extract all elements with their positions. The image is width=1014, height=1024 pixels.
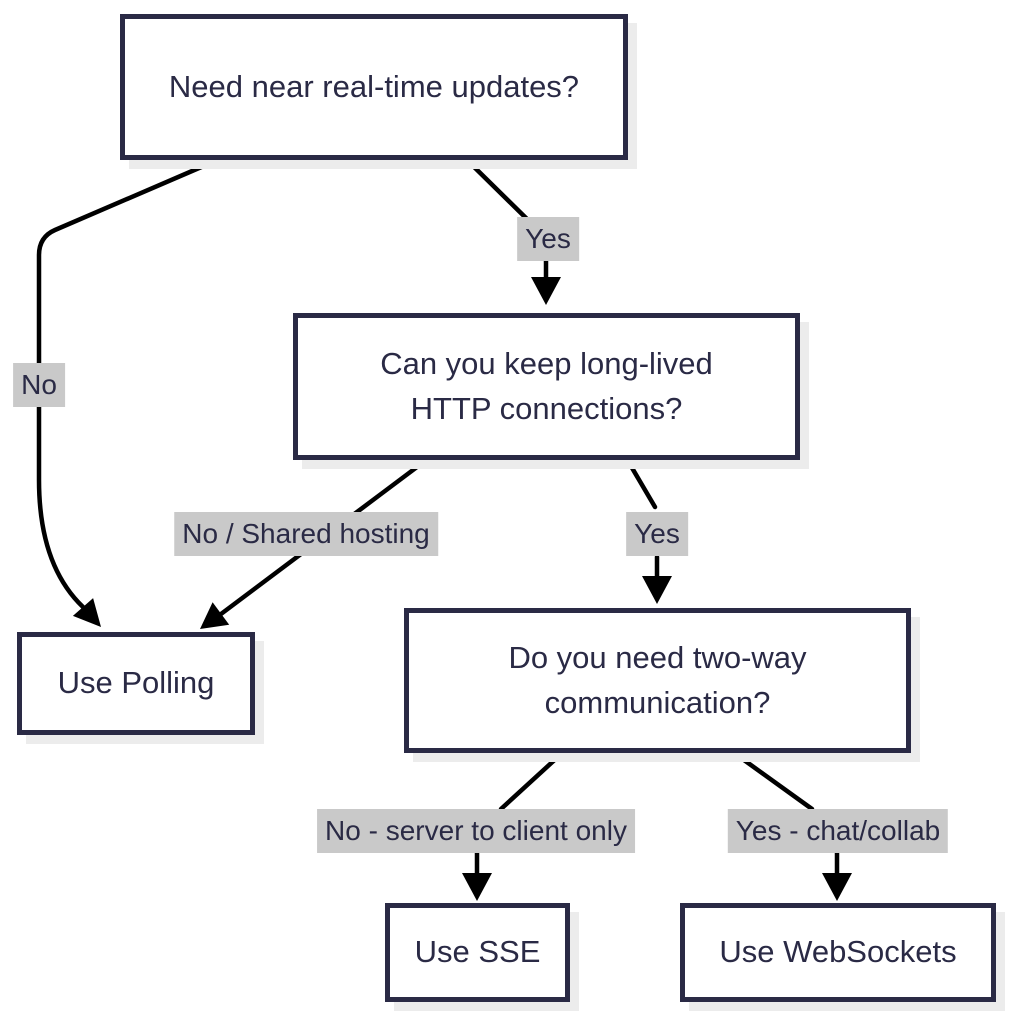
- node-long-lived: Can you keep long-lived HTTP connections…: [293, 313, 800, 460]
- edge-a-b-arrowhead-icon: [531, 277, 561, 305]
- edge-c-sse-diagonal: [498, 752, 563, 812]
- edge-label-yes-chat-collab: Yes - chat/collab: [727, 809, 949, 853]
- node-two-way-label: Do you need two-way communication?: [508, 639, 807, 720]
- node-use-sse: Use SSE: [385, 903, 570, 1002]
- edge-a-b-diagonal: [465, 158, 530, 222]
- node-two-way: Do you need two-way communication?: [404, 608, 911, 753]
- edge-c-ws-diagonal: [734, 752, 815, 812]
- edge-b-c-arrowhead-icon: [642, 576, 672, 604]
- edge-label-no-shared-hosting: No / Shared hosting: [174, 512, 438, 556]
- edge-c-ws-arrowhead-icon: [822, 873, 852, 901]
- node-use-websockets-label: Use WebSockets: [719, 934, 957, 970]
- edge-a-polling-line: [36, 159, 216, 610]
- edge-label-yes-mid: Yes: [626, 512, 688, 556]
- node-use-polling: Use Polling: [17, 632, 255, 735]
- node-need-realtime-label: Need near real-time updates?: [168, 68, 580, 104]
- node-long-lived-label: Can you keep long-lived HTTP connections…: [380, 345, 713, 426]
- edge-c-sse-arrowhead-icon: [462, 873, 492, 901]
- edge-b-c-diagonal: [625, 458, 658, 510]
- edge-label-no-server-to-client: No - server to client only: [317, 809, 635, 853]
- node-use-sse-label: Use SSE: [414, 934, 541, 970]
- node-use-polling-label: Use Polling: [57, 665, 215, 701]
- node-need-realtime: Need near real-time updates?: [120, 14, 628, 160]
- edge-a-polling-arrowhead-icon: [72, 598, 101, 627]
- edge-label-yes-top: Yes: [517, 217, 579, 261]
- edge-b-polling-arrowhead-icon: [200, 602, 230, 629]
- edge-label-no-left: No: [13, 363, 65, 407]
- node-use-websockets: Use WebSockets: [680, 903, 996, 1002]
